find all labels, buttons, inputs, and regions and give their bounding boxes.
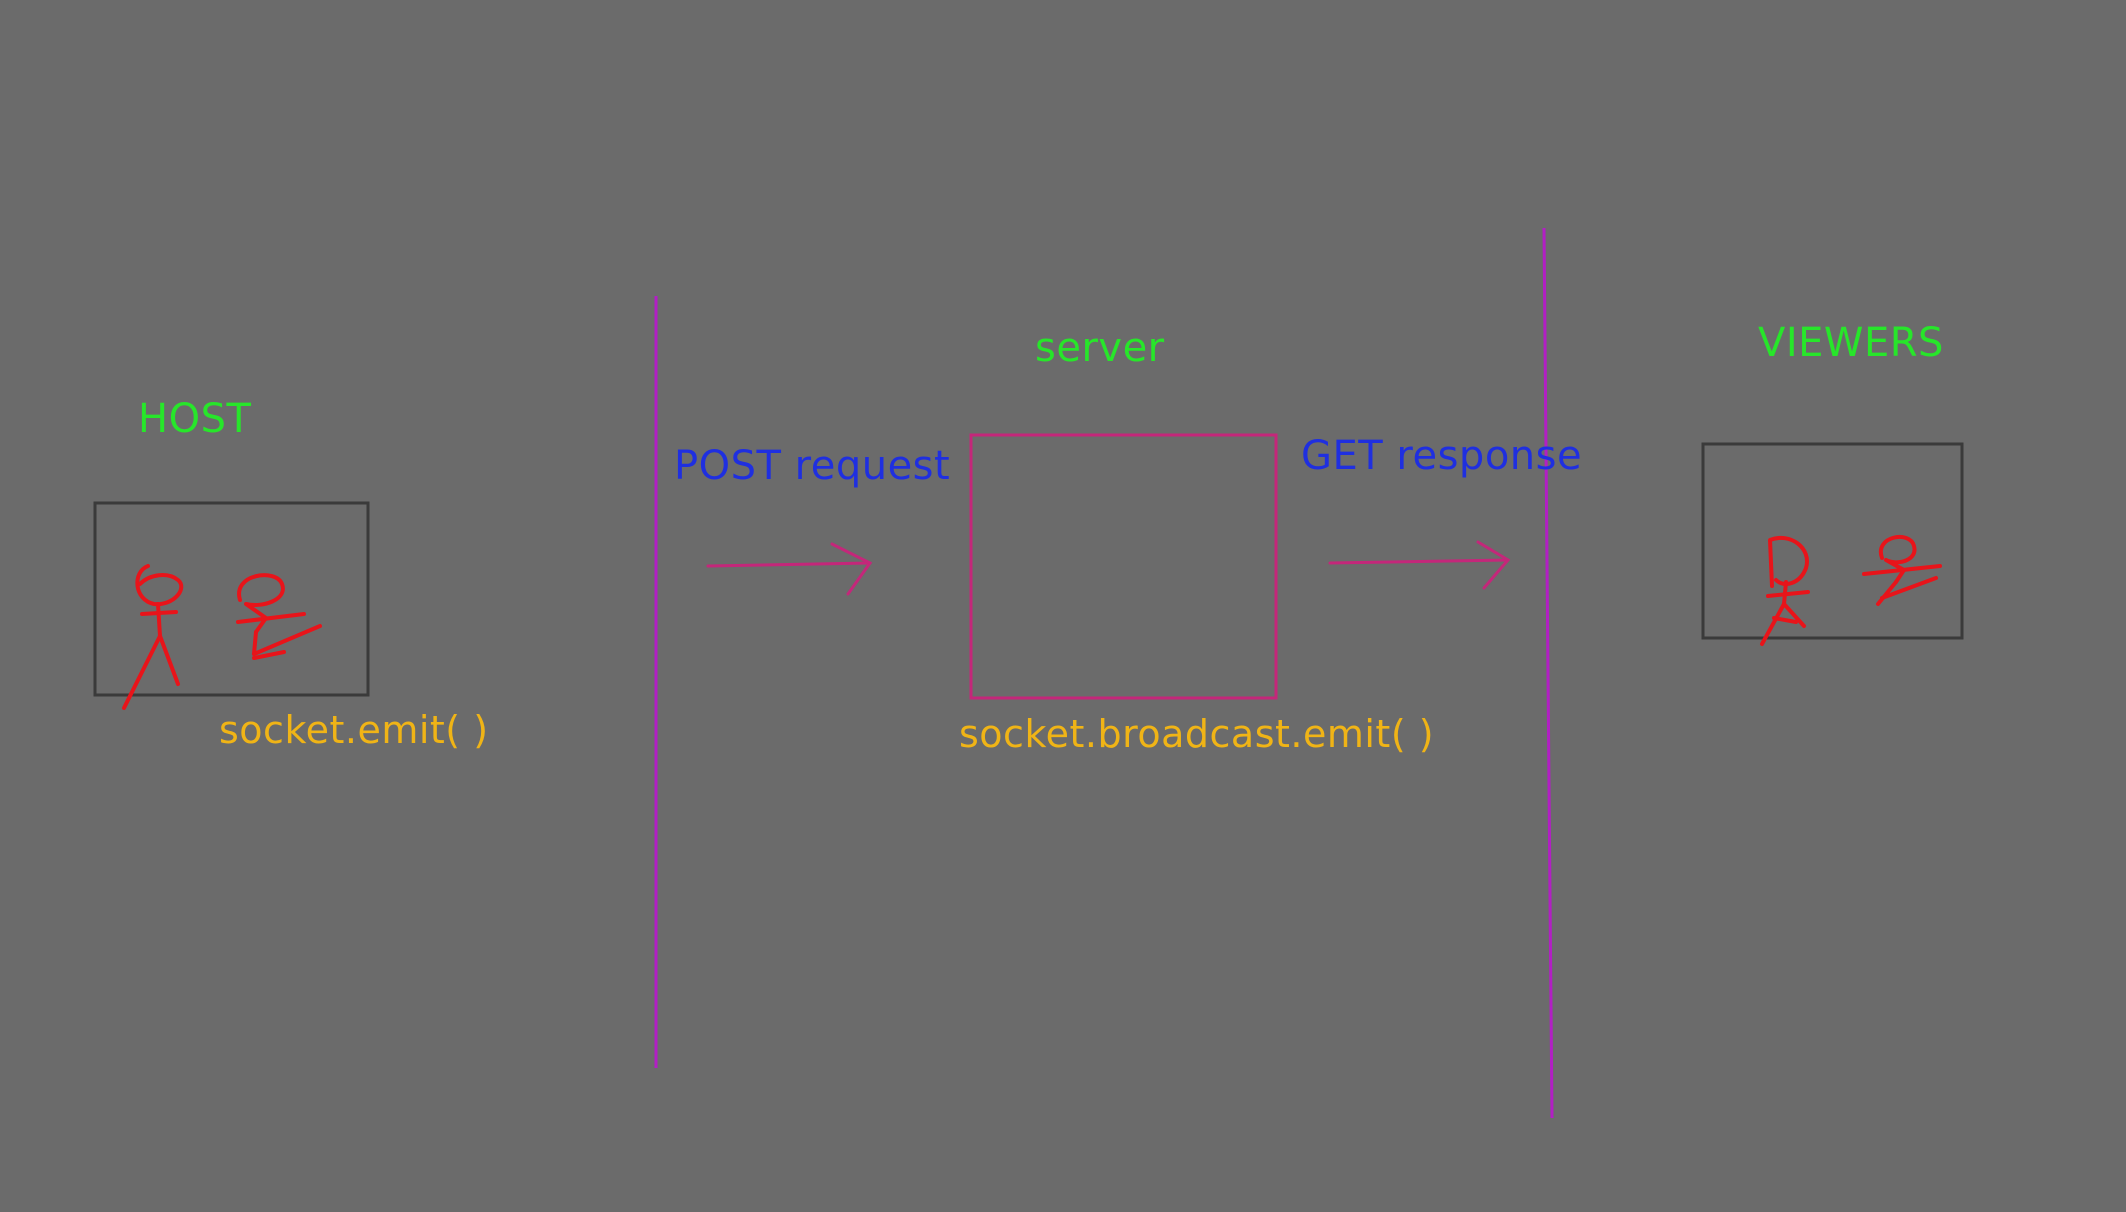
divider-line-right	[1542, 227, 1554, 1119]
post-arrow-icon	[706, 542, 873, 596]
get-response-label: GET response	[1301, 433, 1583, 479]
host-frame	[93, 501, 370, 697]
server-label: server	[1035, 325, 1165, 371]
host-figures-icon	[122, 564, 322, 710]
socket-emit-label: socket.emit( )	[219, 708, 489, 752]
viewers-label: VIEWERS	[1758, 320, 1944, 366]
socket-broadcast-emit-label: socket.broadcast.emit( )	[959, 712, 1435, 756]
viewer-figures-icon	[1760, 535, 1942, 646]
host-label: HOST	[138, 396, 252, 442]
server-box	[969, 433, 1278, 700]
get-arrow-icon	[1328, 540, 1511, 590]
post-request-label: POST request	[674, 443, 951, 489]
viewers-frame	[1701, 442, 1964, 640]
